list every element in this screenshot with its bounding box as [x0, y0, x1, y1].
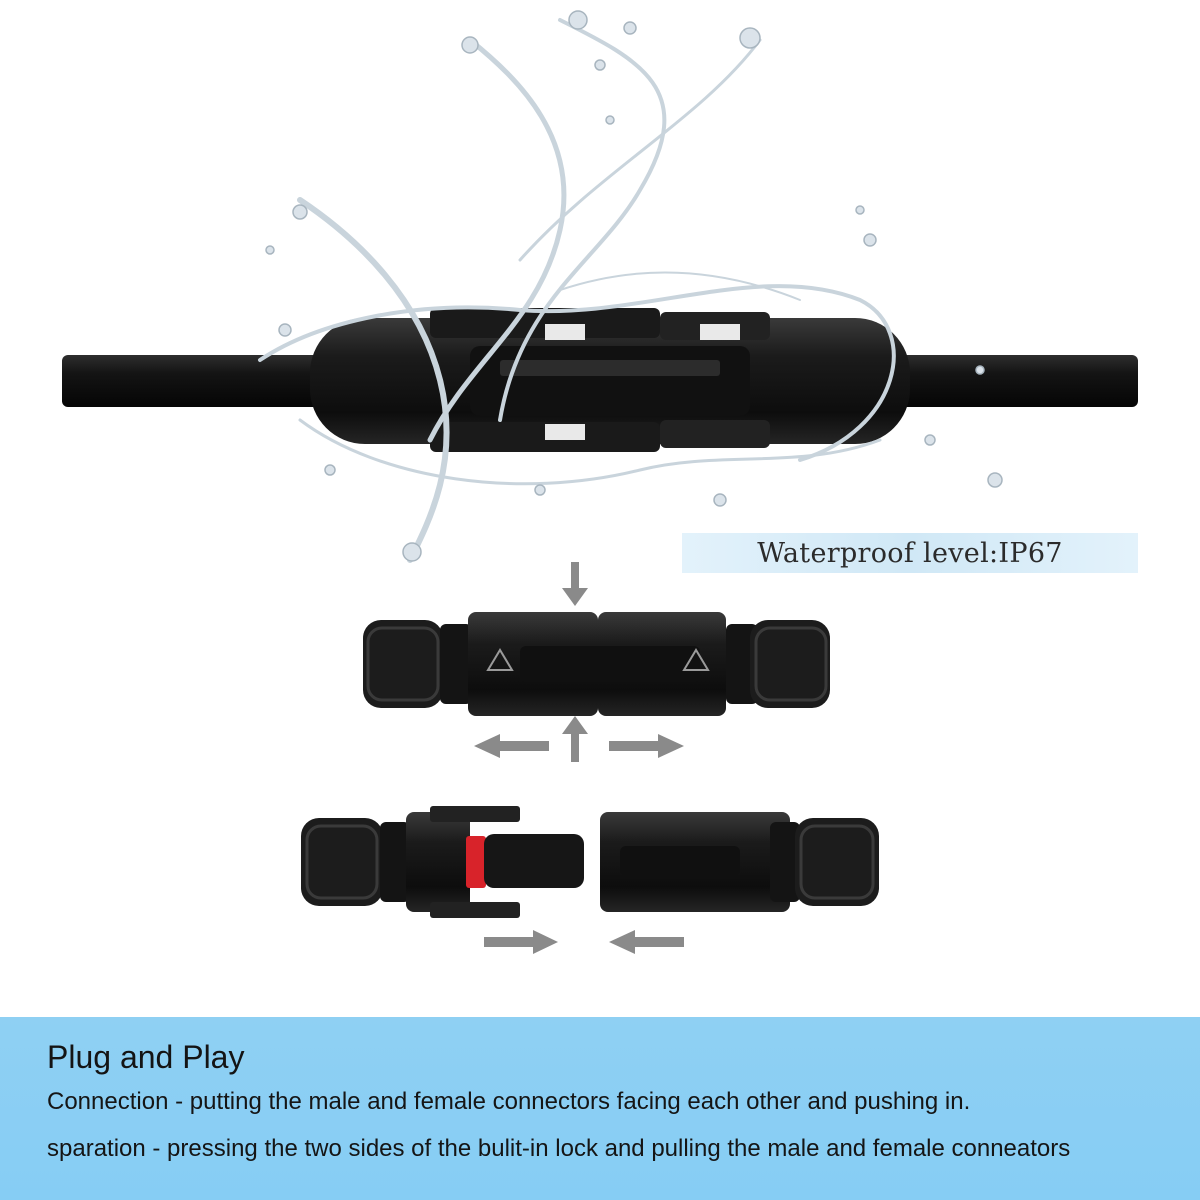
product-illustration [62, 10, 1138, 954]
waterproof-level-label: Waterproof level:IP67 [682, 533, 1138, 573]
arrow-down-icon [562, 562, 588, 606]
push-left-arrow-icon [609, 930, 684, 954]
connected-connector-pair [363, 612, 830, 716]
connection-instruction: Connection - putting the male and female… [47, 1088, 971, 1115]
male-connector [301, 806, 584, 918]
arrow-right-icon [609, 734, 684, 758]
arrow-left-icon [474, 734, 549, 758]
water-droplets [265, 10, 1003, 562]
water-splash [258, 18, 896, 563]
separation-instruction: sparation - pressing the two sides of th… [47, 1135, 1071, 1162]
info-panel [0, 1017, 1200, 1200]
female-connector [600, 812, 879, 912]
cable-connector-assembly [62, 308, 1138, 452]
info-title: Plug and Play [47, 1039, 245, 1075]
push-right-arrow-icon [484, 930, 558, 954]
arrow-up-icon [562, 716, 588, 762]
